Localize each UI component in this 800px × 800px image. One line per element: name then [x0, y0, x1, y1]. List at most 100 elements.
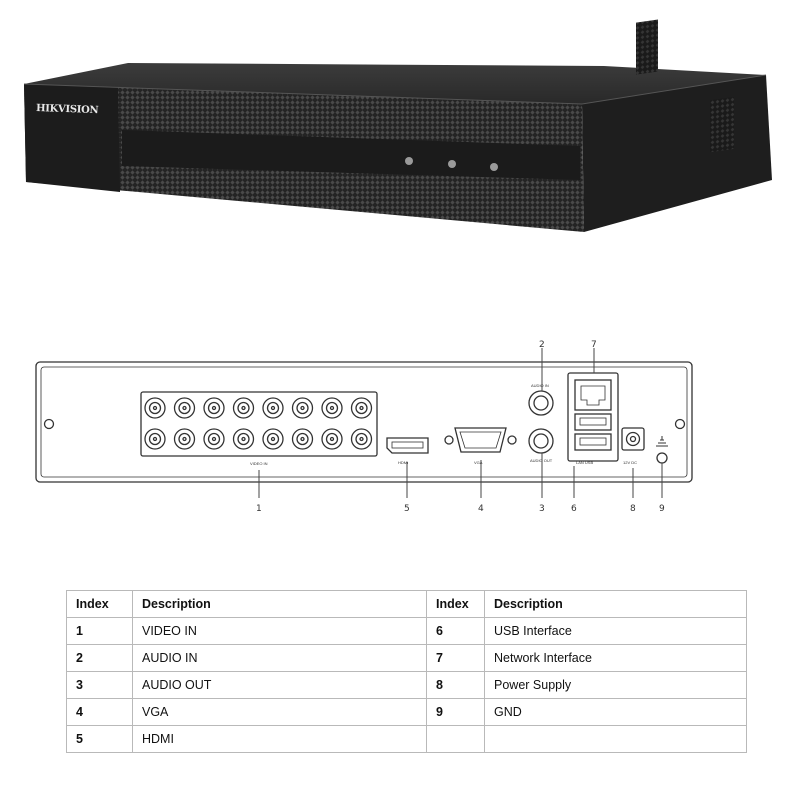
callout-5: 5 — [404, 504, 410, 514]
bnc-video-input-inner — [296, 432, 309, 446]
bnc-video-input — [232, 397, 255, 419]
bnc-video-input-pin — [270, 405, 276, 411]
bnc-video-input-pin — [182, 405, 187, 411]
callout-1: 1 — [256, 504, 262, 514]
logo-plate — [24, 84, 120, 192]
bnc-video-input-inner — [207, 432, 221, 446]
bnc-video-input-inner — [325, 432, 339, 446]
bnc-video-input — [173, 397, 196, 419]
brand-logo: HIKVISION — [36, 103, 99, 116]
gnd-icon — [656, 436, 668, 447]
header-description-right: Description — [484, 590, 747, 618]
row-left-index: 5 — [66, 725, 133, 753]
hdmi-label: HDMI — [398, 460, 408, 465]
bnc-video-input — [203, 397, 225, 419]
row-right-description — [484, 725, 747, 753]
usb-port — [574, 433, 612, 451]
header-index-right: Index — [426, 590, 485, 618]
bnc-video-input-inner — [266, 401, 280, 415]
front-center-band — [122, 130, 580, 180]
row-right-index: 7 — [426, 644, 485, 672]
side-vent — [636, 19, 658, 75]
bnc-video-input-inner — [355, 401, 368, 415]
callout-2: 2 — [539, 340, 545, 350]
status-led — [490, 163, 498, 171]
bnc-video-input-pin — [300, 436, 305, 442]
row-right-description: GND — [484, 698, 747, 726]
hdmi-port — [386, 437, 429, 454]
audio-out-label: AUDIO OUT — [530, 458, 553, 463]
callout-6: 6 — [571, 504, 577, 514]
row-right-index: 9 — [426, 698, 485, 726]
interface-spec-table: Index Description Index Description 1 VI… — [66, 590, 747, 753]
bnc-video-input-pin — [152, 405, 158, 411]
status-led — [405, 157, 413, 165]
bnc-video-input-inner — [207, 401, 221, 415]
row-left-description: VGA — [132, 698, 427, 726]
table-row: 2 AUDIO IN 7 Network Interface — [66, 644, 747, 672]
bnc-video-input — [350, 397, 373, 419]
bnc-video-input — [203, 428, 225, 450]
bnc-video-input — [321, 397, 343, 419]
network-port — [574, 379, 612, 411]
row-left-index: 3 — [66, 671, 133, 699]
gnd-terminal — [656, 452, 668, 464]
row-left-index: 1 — [66, 617, 133, 645]
bnc-video-input — [173, 428, 196, 450]
bnc-video-input-inner — [237, 401, 250, 415]
power-port — [621, 427, 645, 451]
row-right-index — [426, 725, 485, 753]
bnc-video-input — [144, 397, 166, 419]
bnc-video-input-pin — [300, 405, 305, 411]
bnc-video-input-inner — [178, 432, 191, 446]
bnc-video-input — [262, 397, 284, 419]
callout-3: 3 — [539, 504, 545, 514]
mounting-hole-right — [674, 418, 686, 430]
dvr-product-photo: HIKVISION — [23, 19, 772, 232]
row-left-description: AUDIO OUT — [132, 671, 427, 699]
bnc-video-input — [262, 428, 284, 450]
callout-7: 7 — [591, 340, 597, 350]
bnc-video-input-inner — [296, 401, 309, 415]
bnc-video-input-pin — [241, 405, 246, 411]
table-row: 1 VIDEO IN 6 USB Interface — [66, 617, 747, 645]
row-right-index: 6 — [426, 617, 485, 645]
header-description-left: Description — [132, 590, 427, 618]
bnc-video-input-inner — [266, 432, 280, 446]
bnc-video-input — [321, 428, 343, 450]
bnc-video-input — [291, 397, 314, 419]
bnc-video-input-pin — [329, 436, 335, 442]
mounting-hole-left — [43, 418, 55, 430]
video-in-port-block — [140, 391, 378, 457]
side-vent — [710, 96, 734, 153]
bnc-video-input-inner — [325, 401, 339, 415]
row-right-description: Network Interface — [484, 644, 747, 672]
bnc-video-input-pin — [329, 405, 335, 411]
table-row: 5 HDMI — [66, 725, 747, 753]
lan-usb-block — [567, 372, 619, 462]
header-index-left: Index — [66, 590, 133, 618]
rear-panel-diagram: VIDEO IN HDMI VGA AUDIO IN AUDIO OUT LAN… — [35, 340, 693, 514]
bnc-video-input-pin — [211, 405, 217, 411]
callout-4: 4 — [478, 504, 484, 514]
bnc-video-input-inner — [237, 432, 250, 446]
audio-in-port — [528, 390, 554, 416]
table-row: 3 AUDIO OUT 8 Power Supply — [66, 671, 747, 699]
status-led — [448, 160, 456, 168]
row-left-description: HDMI — [132, 725, 427, 753]
row-left-description: AUDIO IN — [132, 644, 427, 672]
vga-port — [454, 427, 507, 453]
row-right-description: USB Interface — [484, 617, 747, 645]
bnc-video-input — [232, 428, 255, 450]
audio-out-port — [528, 428, 554, 454]
bnc-video-input-inner — [355, 432, 368, 446]
bnc-video-input-pin — [359, 436, 364, 442]
bnc-video-input — [144, 428, 166, 450]
row-left-index: 4 — [66, 698, 133, 726]
bnc-video-input-pin — [270, 436, 276, 442]
bnc-video-input-pin — [152, 436, 158, 442]
rear-panel-outline — [35, 361, 693, 483]
lan-usb-label: LAN USB — [576, 460, 593, 465]
bnc-video-input — [291, 428, 314, 450]
power-label: 12V DC — [623, 460, 637, 465]
